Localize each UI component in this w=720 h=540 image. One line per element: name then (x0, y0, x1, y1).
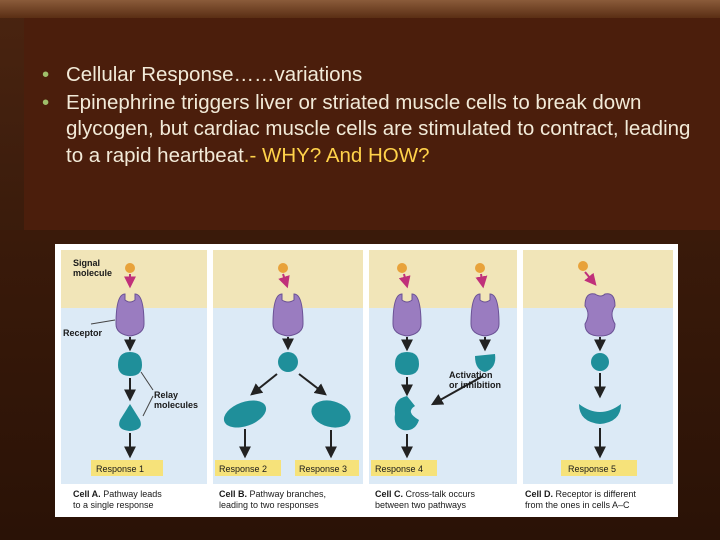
text-panel (24, 18, 720, 230)
relay-molecule-d2 (579, 404, 621, 424)
bullet-list: • Cellular Response……variations • Epinep… (42, 62, 702, 171)
pointer-line (140, 371, 154, 391)
caption-a-line1: Cell A. Pathway leads (73, 489, 162, 499)
figure-svg: Signal molecule Receptor Relay molecules… (61, 250, 673, 510)
bullet-icon: • (42, 91, 50, 115)
relay-molecule-a1 (118, 352, 142, 376)
bullet-separator: . (243, 143, 250, 167)
relay-molecule-d1 (591, 353, 609, 371)
relay-molecule-b2 (223, 400, 267, 428)
response-label-2: Response 2 (219, 464, 267, 474)
response-box-3 (295, 460, 359, 476)
response-box-2 (215, 460, 281, 476)
receptor-c1 (392, 293, 422, 337)
signaling-figure: Signal molecule Receptor Relay molecules… (55, 244, 678, 517)
bullet-question: - WHY? And HOW? (249, 143, 430, 167)
response-box-1 (91, 460, 163, 476)
arrow (298, 373, 327, 396)
panel-cell-c (369, 250, 517, 484)
relay-molecule-b3 (311, 400, 351, 428)
response-label-5: Response 5 (568, 464, 616, 474)
relay-molecule-a2 (119, 404, 141, 431)
label-receptor: Receptor (63, 328, 103, 338)
caption-a-line2: to a single response (73, 500, 154, 510)
caption-d-line1: Cell D. Receptor is different (525, 489, 636, 499)
receptor-a (115, 293, 145, 337)
relay-molecule-c1 (395, 352, 419, 375)
pointer-line (142, 395, 154, 417)
signal-molecule-c (397, 263, 488, 289)
response-box-5 (561, 460, 637, 476)
arrow (250, 373, 278, 396)
signal-molecule-d (578, 261, 597, 286)
caption-c-line1: Cell C. Cross-talk occurs (375, 489, 476, 499)
signal-molecule-a (124, 263, 136, 289)
caption-d-line2: from the ones in cells A–C (525, 500, 630, 510)
bullet-item: • Epinephrine triggers liver or striated… (42, 90, 702, 169)
arrow (430, 375, 484, 406)
label-inhibition: or inhibition (449, 380, 501, 390)
caption-c-line2: between two pathways (375, 500, 467, 510)
response-label-1: Response 1 (96, 464, 144, 474)
relay-molecule-c2 (475, 354, 496, 372)
bullet-text: Epinephrine triggers liver or striated m… (66, 91, 691, 167)
label-signal: Signal (73, 258, 100, 268)
caption-b-line2: leading to two responses (219, 500, 319, 510)
bullet-item: • Cellular Response……variations (42, 62, 702, 88)
response-label-4: Response 4 (375, 464, 423, 474)
relay-molecule-b1 (278, 352, 298, 372)
caption-b-line1: Cell B. Pathway branches, (219, 489, 326, 499)
label-relay: Relay (154, 390, 178, 400)
top-band (0, 0, 720, 18)
bullet-text: Cellular Response……variations (66, 63, 363, 86)
relay-molecule-c3 (394, 396, 419, 431)
bullet-icon: • (42, 63, 50, 86)
pointer-line (90, 319, 116, 325)
receptor-d (584, 293, 616, 337)
label-activation: Activation (449, 370, 493, 380)
label-molecules: molecules (154, 400, 198, 410)
signal-molecule-b (278, 263, 290, 289)
label-molecule: molecule (73, 268, 112, 278)
response-label-3: Response 3 (299, 464, 347, 474)
response-box-4 (371, 460, 437, 476)
receptor-c2 (470, 293, 500, 337)
receptor-b (272, 293, 304, 337)
